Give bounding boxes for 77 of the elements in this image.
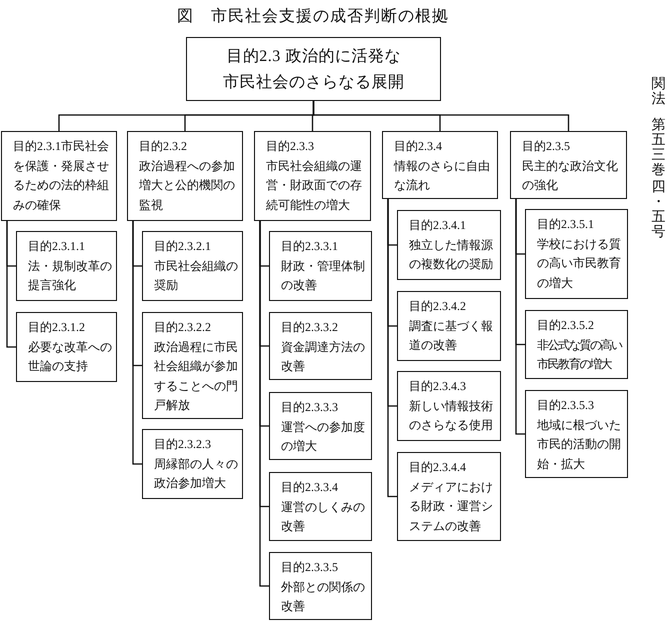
running-header: 四・五号 <box>651 180 666 240</box>
sub-objective-box <box>269 392 372 460</box>
objective-number: 目的2.3.1.2 <box>28 319 86 336</box>
sub-objective-box <box>269 231 372 301</box>
sub-objective-box <box>397 291 501 361</box>
objective-number: 目的2.3.3.4 <box>281 479 339 496</box>
objective-text: 必要な改革への世論の支持 <box>28 338 113 375</box>
connector-line <box>132 221 142 465</box>
connector-line <box>387 199 397 498</box>
objective-number: 目的2.3.5.1 <box>537 216 595 233</box>
objective-number: 目的2.3.4.3 <box>409 378 467 395</box>
sub-objective-box <box>269 552 372 620</box>
objective-box <box>127 131 243 221</box>
objective-number: 目的2.3.5.3 <box>537 397 595 414</box>
objective-number: 目的2.3.5 <box>522 138 571 155</box>
objective-text: 学校における質の高い市民教育の増大 <box>537 236 622 292</box>
objective-number: 目的2.3.4 <box>394 138 443 155</box>
objective-text: 政治過程への参加増大と公的機関の監視 <box>139 158 236 214</box>
objective-text: 運営への参加度の増大 <box>281 418 366 455</box>
objective-text: 目的2.3.1市民社会を保護・発展させるための法的枠組みの確保 <box>13 138 110 214</box>
connector-line <box>515 199 525 435</box>
objective-text: 市民社会組織の運営・財政面での存続可能性の増大 <box>266 158 363 214</box>
objective-box <box>382 131 498 199</box>
running-header: 関法 <box>651 77 666 107</box>
objective-number: 目的2.3.4.1 <box>409 217 467 234</box>
sub-objective-box <box>525 209 628 299</box>
objective-number: 目的2.3.2.1 <box>154 238 212 255</box>
sub-objective-box <box>525 310 628 379</box>
objective-number: 目的2.3.5.2 <box>537 317 595 334</box>
objective-number: 目的2.3.4.4 <box>409 459 467 476</box>
objective-text: 情報のさらに自由な流れ <box>394 158 491 194</box>
objective-text: 独立した情報源の複数化の奨励 <box>409 236 494 273</box>
sub-objective-box <box>16 231 117 301</box>
objective-text: 民主的な政治文化の強化 <box>522 158 619 194</box>
objective-number: 目的2.3.2.2 <box>154 319 212 336</box>
objective-text: 市民社会組織の奨励 <box>154 258 239 294</box>
sub-objective-box <box>142 429 243 499</box>
sub-objective-box <box>142 312 243 419</box>
objective-text: 地域に根づいた市民的活動の開始・拡大 <box>537 416 622 472</box>
sub-objective-box <box>397 371 501 441</box>
figure-title: 図 市民社会支援の成否判断の根拠 <box>177 7 449 27</box>
objective-number: 目的2.3.4.2 <box>409 298 467 315</box>
running-header: 第五三巻 <box>651 118 666 178</box>
objective-number: 目的2.3.3.2 <box>281 319 339 336</box>
objective-box <box>1 131 117 221</box>
objective-text: 運営のしくみの改善 <box>281 498 366 535</box>
sub-objective-box <box>269 312 372 380</box>
objective-text: 新しい情報技術のさらなる使用 <box>409 398 494 434</box>
objective-text: 外部との関係の改善 <box>281 578 366 615</box>
goal-box <box>186 37 441 101</box>
sub-objective-box <box>397 210 501 280</box>
connector-line <box>6 221 16 348</box>
objective-text: 法・規制改革の提言強化 <box>28 258 113 294</box>
sub-objective-box <box>16 312 117 382</box>
objective-number: 目的2.3.3.5 <box>281 559 339 576</box>
connector-line <box>312 101 570 131</box>
objective-box <box>254 131 371 221</box>
objective-number: 目的2.3.3.3 <box>281 399 339 416</box>
objective-text: メディアにおける財政・運営システムの改善 <box>409 478 494 534</box>
objective-number: 目的2.3.3.1 <box>281 238 339 255</box>
goal-text: 目的2.3 政治的に活発な市民社会のさらなる展開 <box>222 47 406 93</box>
objective-text: 非公式な質の高い市民教育の増大 <box>537 336 623 373</box>
objective-number: 目的2.3.2 <box>139 138 188 155</box>
objective-text: 資金調達方法の改善 <box>281 338 366 375</box>
sub-objective-box <box>269 472 372 541</box>
sub-objective-box <box>525 390 628 478</box>
objective-text: 周縁部の人々の政治参加増大 <box>154 456 239 492</box>
sub-objective-box <box>142 231 243 301</box>
objective-box <box>510 131 627 199</box>
objective-text: 財政・管理体制の改善 <box>281 258 366 294</box>
sub-objective-box <box>397 452 501 541</box>
objective-text: 調査に基づく報道の改善 <box>409 318 494 354</box>
connector-line <box>259 221 269 587</box>
objective-text: 政治過程に市民社会組織が参加することへの門戸解放 <box>154 338 239 414</box>
objective-number: 目的2.3.2.3 <box>154 436 212 453</box>
objective-number: 目的2.3.3 <box>266 138 315 155</box>
objective-number: 目的2.3.1.1 <box>28 238 86 255</box>
